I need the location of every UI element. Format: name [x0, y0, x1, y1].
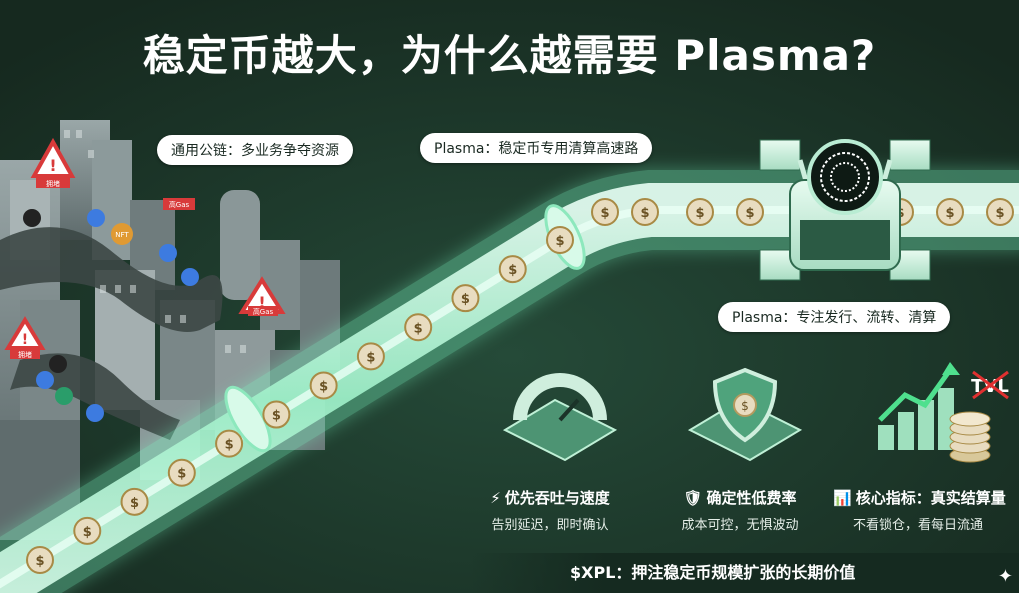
warning-sign-3: ! 拥堵 [4, 316, 46, 359]
svg-text:高Gas: 高Gas [253, 307, 274, 316]
callout-highway: Plasma：稳定币专用清算高速路 [420, 133, 653, 163]
svg-text:!: ! [49, 156, 56, 175]
page-title: 稳定币越大，为什么越需要 Plasma? [142, 31, 877, 80]
svg-text:!: ! [258, 293, 265, 312]
feature-speed: ⚡优先吞吐与速度 告别延迟，即时确认 [465, 487, 635, 533]
svg-text:$: $ [177, 467, 186, 482]
coin: $ [26, 546, 54, 574]
svg-text:$: $ [741, 399, 749, 413]
footer-text: $XPL：押注稳定币规模扩张的长期价值 [570, 563, 856, 582]
callout-general-chain: 通用公链：多业务争夺资源 [157, 135, 353, 165]
coin: $ [986, 198, 1014, 226]
shield-badge-icon: 🛡 [683, 489, 703, 507]
coin: $ [686, 198, 714, 226]
svg-text:$: $ [83, 525, 92, 540]
crypto-tokens [23, 209, 199, 422]
plasma-node [759, 139, 931, 281]
coin: $ [167, 458, 196, 487]
svg-text:$: $ [130, 496, 139, 511]
coin: $ [498, 255, 527, 284]
svg-text:高Gas: 高Gas [169, 200, 190, 209]
coin: $ [356, 342, 385, 371]
svg-text:$: $ [272, 409, 281, 424]
svg-text:拥堵: 拥堵 [46, 179, 60, 188]
sparkle-icon: ✦ [997, 566, 1013, 587]
svg-text:$: $ [695, 206, 704, 221]
coin: $ [404, 313, 433, 342]
svg-text:$: $ [600, 206, 609, 221]
coin: $ [546, 226, 574, 254]
coin: $ [73, 516, 102, 545]
feature-settlement-subtitle: 不看锁仓，看每日流通 [852, 518, 983, 533]
feature-low-fee-subtitle: 成本可控，无惧波动 [681, 518, 799, 533]
footer-bar [470, 553, 1019, 593]
coin: $ [591, 198, 619, 226]
feature-settlement: 📊核心指标：真实结算量 不看锁仓，看每日流通 [833, 487, 1019, 533]
svg-text:$: $ [319, 379, 328, 394]
nft-token: NFT [111, 223, 133, 245]
lightning-icon: ⚡ [490, 489, 501, 507]
bar-chart-icon: 📊 [833, 489, 852, 507]
svg-text:$: $ [508, 263, 517, 278]
feature-low-fee: 🛡确定性低费率 成本可控，无惧波动 [655, 487, 825, 533]
svg-text:$: $ [640, 206, 649, 221]
callout-plasma-focus: Plasma：专注发行、流转、清算 [718, 302, 951, 332]
warning-sign-1: ! 拥堵 [30, 137, 76, 188]
svg-text:$: $ [461, 292, 470, 307]
svg-text:拥堵: 拥堵 [18, 350, 32, 359]
tvl-crossed-label: TVL [971, 370, 1009, 400]
coin: $ [936, 198, 964, 226]
feature-speed-title: ⚡优先吞吐与速度 [490, 489, 610, 507]
svg-text:$: $ [414, 321, 423, 336]
feature-low-fee-title: 🛡确定性低费率 [683, 489, 797, 507]
coin: $ [736, 198, 764, 226]
gas-sign: 高Gas [163, 198, 195, 210]
coins-group: $ $ $ $ $ $ $ $ $ $ $ $ $ $ $ $ $ $ $ [26, 198, 1014, 574]
warning-sign-2: ! 高Gas [238, 276, 286, 316]
shield-icon: $ [687, 367, 803, 462]
svg-text:!: ! [22, 332, 28, 348]
svg-text:$: $ [745, 206, 754, 221]
feature-settlement-title: 📊核心指标：真实结算量 [833, 489, 1006, 507]
svg-text:$: $ [995, 206, 1004, 221]
svg-text:$: $ [366, 350, 375, 365]
coin: $ [120, 487, 149, 516]
coin: $ [309, 371, 338, 400]
speedometer-icon [502, 373, 618, 462]
svg-text:$: $ [945, 206, 954, 221]
coin: $ [631, 198, 659, 226]
coin-stack [949, 411, 991, 463]
coin: $ [215, 429, 244, 458]
svg-text:$: $ [225, 438, 234, 453]
svg-text:NFT: NFT [115, 231, 129, 239]
svg-text:$: $ [35, 554, 44, 569]
coin: $ [451, 284, 480, 313]
coin: $ [262, 400, 291, 429]
feature-speed-subtitle: 告别延迟，即时确认 [491, 518, 609, 533]
svg-text:$: $ [555, 234, 564, 249]
growth-chart-icon [878, 362, 991, 463]
